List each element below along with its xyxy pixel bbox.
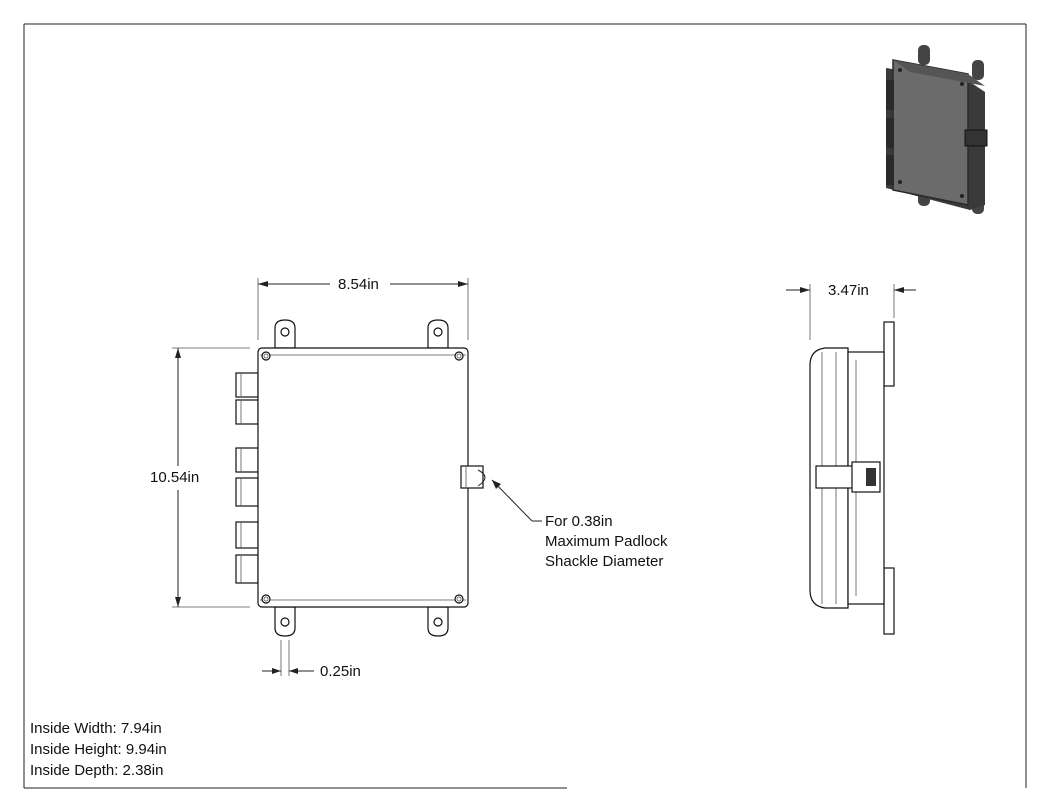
dim-hole-offset-label: 0.25in xyxy=(320,663,361,680)
dim-hole-offset xyxy=(262,640,314,676)
padlock-hasp xyxy=(460,465,484,489)
inside-dimensions-notes: Inside Width: 7.94in Inside Height: 9.94… xyxy=(30,718,167,781)
side-view xyxy=(809,321,895,635)
dim-width xyxy=(257,278,469,340)
side-flange-top xyxy=(883,321,895,387)
dim-depth xyxy=(786,284,916,340)
padlock-note-line1: For 0.38in xyxy=(545,513,613,530)
dim-width-label: 8.54in xyxy=(338,276,379,293)
enclosure-front xyxy=(257,347,469,608)
sheet-border xyxy=(23,23,1027,789)
side-flange-bottom xyxy=(883,567,895,635)
front-view xyxy=(235,319,486,637)
dim-height xyxy=(172,347,250,608)
padlock-note: For 0.38in Maximum Padlock Shackle Diame… xyxy=(545,512,668,572)
inside-depth: Inside Depth: 2.38in xyxy=(30,762,164,779)
padlock-note-line2: Maximum Padlock xyxy=(545,533,668,550)
dim-height-label: 10.54in xyxy=(150,469,200,486)
isometric-view xyxy=(886,45,988,214)
padlock-note-line3: Shackle Diameter xyxy=(545,553,664,570)
padlock-leader xyxy=(491,479,542,522)
inside-width: Inside Width: 7.94in xyxy=(30,720,162,737)
dim-depth-label: 3.47in xyxy=(828,282,869,299)
side-latch xyxy=(815,465,855,489)
hinges xyxy=(235,372,259,584)
inside-height: Inside Height: 9.94in xyxy=(30,741,167,758)
